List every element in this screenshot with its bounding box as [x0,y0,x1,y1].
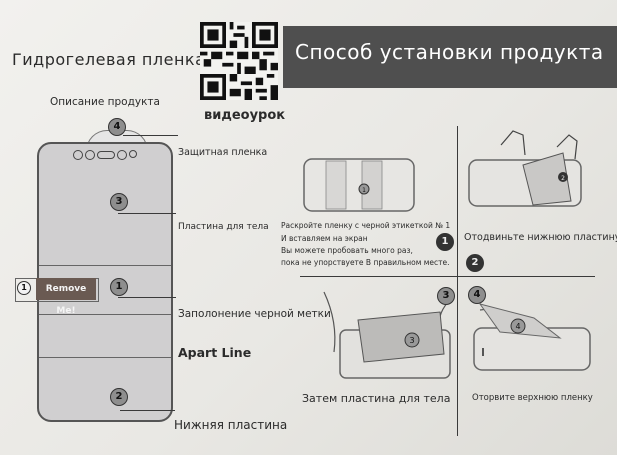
black-tag-fill-label: Заполонение черной метки [178,308,331,320]
tag-line [39,265,171,266]
step2-text: Отодвиньте нижнюю пластину [464,232,617,243]
bottom-plate-label: Нижняя пластина [174,418,288,432]
leader-fill [118,297,176,298]
product-name: Гидрогелевая пленка [12,50,206,69]
number-3-badge: 3 [110,193,128,211]
leader-protective [123,135,178,136]
protective-film-label: Защитная пленка [178,147,268,158]
svg-text:1: 1 [362,187,366,194]
step3-text: Затем пластина для тела [302,392,451,405]
step1-text-3: Вы можете пробовать много раз, [281,246,413,255]
step3-plate-illustration: 3 [323,291,451,379]
svg-text:2: 2 [561,175,565,182]
step1-phone-illustration: 1 [303,158,415,212]
fill-line [39,314,171,315]
remove-me-tag[interactable]: Remove Me! [36,278,96,316]
page-title: Способ установки продукта [295,40,604,64]
qr-code-icon[interactable] [200,22,278,100]
number-1-badge: 1 [110,278,128,296]
step1-text-4: пока не упорствуете В правильном месте. [281,258,450,267]
step1-text-2: И вставляем на экран [281,234,368,243]
number-4-badge: 4 [108,118,126,136]
svg-text:3: 3 [409,336,414,345]
grid-horizontal [300,276,595,277]
remove-number-badge: 1 [17,281,31,295]
apart-line-label: Apart Line [178,345,252,360]
camera-notch [73,150,137,160]
number-2-badge: 2 [110,388,128,406]
step2-peel-illustration: 2 [468,130,582,207]
step2-small-badge: 2 [466,254,484,272]
apart-line [39,357,171,358]
step1-badge: 1 [436,233,454,251]
step4-text: Оторвите верхнюю пленку [472,393,593,403]
title-band: Способ установки продукта [283,26,617,88]
grid-vertical-bottom [457,276,458,436]
leader-bottom [120,410,175,411]
step3-badge: 3 [437,287,455,305]
description-label: Описание продукта [50,96,160,108]
grid-vertical-top [457,126,458,276]
leader-body [118,213,176,214]
step4-top-badge: 4 [468,286,486,304]
video-label: видеоурок [204,108,286,123]
step1-text-1: Раскройте пленку с черной этикеткой № 1 [281,221,451,230]
step4-peel-illustration: 4 [473,303,591,371]
svg-text:4: 4 [515,322,520,331]
body-plate-label: Пластина для тела [178,222,269,232]
